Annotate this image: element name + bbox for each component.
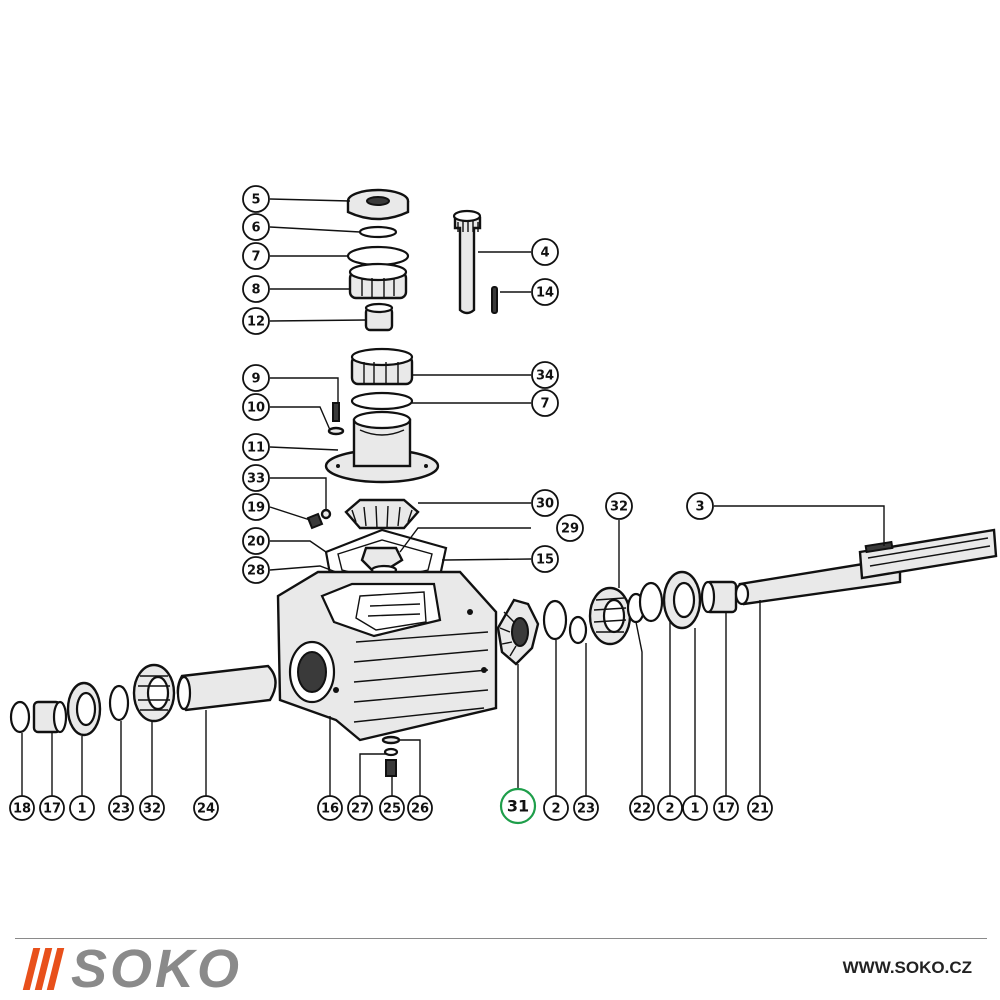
callout-11: 11 — [242, 433, 270, 461]
upper-housing-group — [306, 347, 448, 592]
svg-text:16: 16 — [321, 802, 339, 817]
callout-18: 18 — [9, 795, 35, 821]
svg-text:17: 17 — [43, 802, 61, 817]
svg-text:18: 18 — [13, 802, 31, 817]
gearbox-housing — [276, 570, 498, 777]
splined-input-shaft — [452, 209, 498, 315]
callout-1: 1 — [69, 795, 95, 821]
logo-wordmark: SOKO — [71, 939, 243, 999]
top-bearing-stack — [346, 188, 410, 332]
callout-14: 14 — [531, 278, 559, 306]
callout-10: 10 — [242, 393, 270, 421]
callout-5: 5 — [242, 185, 270, 213]
callout-34: 34 — [531, 361, 559, 389]
svg-text:2: 2 — [665, 802, 674, 817]
callout-32: 32 — [139, 795, 165, 821]
svg-text:17: 17 — [717, 802, 735, 817]
logo-stripes-icon — [22, 948, 65, 990]
svg-text:32: 32 — [610, 500, 628, 515]
callout-17: 17 — [713, 795, 739, 821]
svg-text:23: 23 — [112, 802, 130, 817]
callout-19: 19 — [242, 493, 270, 521]
callout-2: 2 — [543, 795, 569, 821]
website-link[interactable]: WWW.SOKO.CZ — [842, 958, 972, 977]
callout-15: 15 — [531, 545, 559, 573]
svg-text:15: 15 — [536, 553, 554, 568]
svg-text:24: 24 — [197, 802, 215, 817]
callout-17: 17 — [39, 795, 65, 821]
svg-text:25: 25 — [383, 802, 401, 817]
callout-22: 22 — [629, 795, 655, 821]
svg-text:20: 20 — [247, 535, 265, 550]
svg-text:4: 4 — [540, 246, 549, 261]
callout-27: 27 — [347, 795, 373, 821]
callout-28: 28 — [242, 556, 270, 584]
svg-text:14: 14 — [536, 286, 554, 301]
svg-text:5: 5 — [251, 193, 260, 208]
svg-text:1: 1 — [77, 802, 86, 817]
svg-text:2: 2 — [551, 802, 560, 817]
svg-text:12: 12 — [247, 315, 265, 330]
soko-logo[interactable]: SOKO — [22, 939, 243, 999]
callout-3: 3 — [686, 492, 714, 520]
svg-text:34: 34 — [536, 369, 554, 384]
callout-26: 26 — [407, 795, 433, 821]
svg-text:3: 3 — [695, 500, 704, 515]
svg-text:27: 27 — [351, 802, 369, 817]
callout-16: 16 — [317, 795, 343, 821]
callout-25: 25 — [379, 795, 405, 821]
callout-32: 32 — [605, 492, 633, 520]
svg-text:6: 6 — [251, 221, 260, 236]
leader-lines — [21, 198, 885, 796]
svg-text:33: 33 — [247, 472, 265, 487]
svg-text:19: 19 — [247, 501, 265, 516]
callout-7: 7 — [531, 389, 559, 417]
callout-31-highlighted: 31 — [499, 787, 537, 825]
callout-8: 8 — [242, 275, 270, 303]
svg-text:11: 11 — [247, 441, 265, 456]
callout-6: 6 — [242, 213, 270, 241]
exploded-gearbox-diagram: 5 6 7 8 12 4 14 9 10 34 7 11 33 19 30 20… — [9, 185, 998, 825]
callout-1: 1 — [682, 795, 708, 821]
svg-text:7: 7 — [251, 250, 260, 265]
callout-9: 9 — [242, 364, 270, 392]
callout-23: 23 — [108, 795, 134, 821]
callout-4: 4 — [531, 238, 559, 266]
svg-text:26: 26 — [411, 802, 429, 817]
callout-24: 24 — [193, 795, 219, 821]
svg-text:21: 21 — [751, 802, 769, 817]
callout-21: 21 — [747, 795, 773, 821]
svg-text:22: 22 — [633, 802, 651, 817]
svg-text:30: 30 — [536, 497, 554, 512]
callout-2: 2 — [657, 795, 683, 821]
callout-7: 7 — [242, 242, 270, 270]
svg-text:23: 23 — [577, 802, 595, 817]
svg-text:29: 29 — [561, 522, 579, 537]
svg-text:32: 32 — [143, 802, 161, 817]
callout-30: 30 — [531, 489, 559, 517]
svg-text:10: 10 — [247, 401, 265, 416]
right-shaft-assembly — [496, 528, 998, 666]
svg-text:31: 31 — [507, 797, 529, 816]
svg-text:28: 28 — [247, 564, 265, 579]
svg-text:8: 8 — [251, 283, 260, 298]
callout-33: 33 — [242, 464, 270, 492]
callout-12: 12 — [242, 307, 270, 335]
callout-20: 20 — [242, 527, 270, 555]
callout-29: 29 — [556, 514, 584, 542]
svg-text:9: 9 — [251, 372, 260, 387]
part-callouts: 5 6 7 8 12 4 14 9 10 34 7 11 33 19 30 20… — [9, 185, 773, 825]
left-shaft-assembly — [9, 663, 277, 737]
svg-text:7: 7 — [540, 397, 549, 412]
svg-text:1: 1 — [690, 802, 699, 817]
footer-divider — [15, 938, 987, 939]
callout-23: 23 — [573, 795, 599, 821]
